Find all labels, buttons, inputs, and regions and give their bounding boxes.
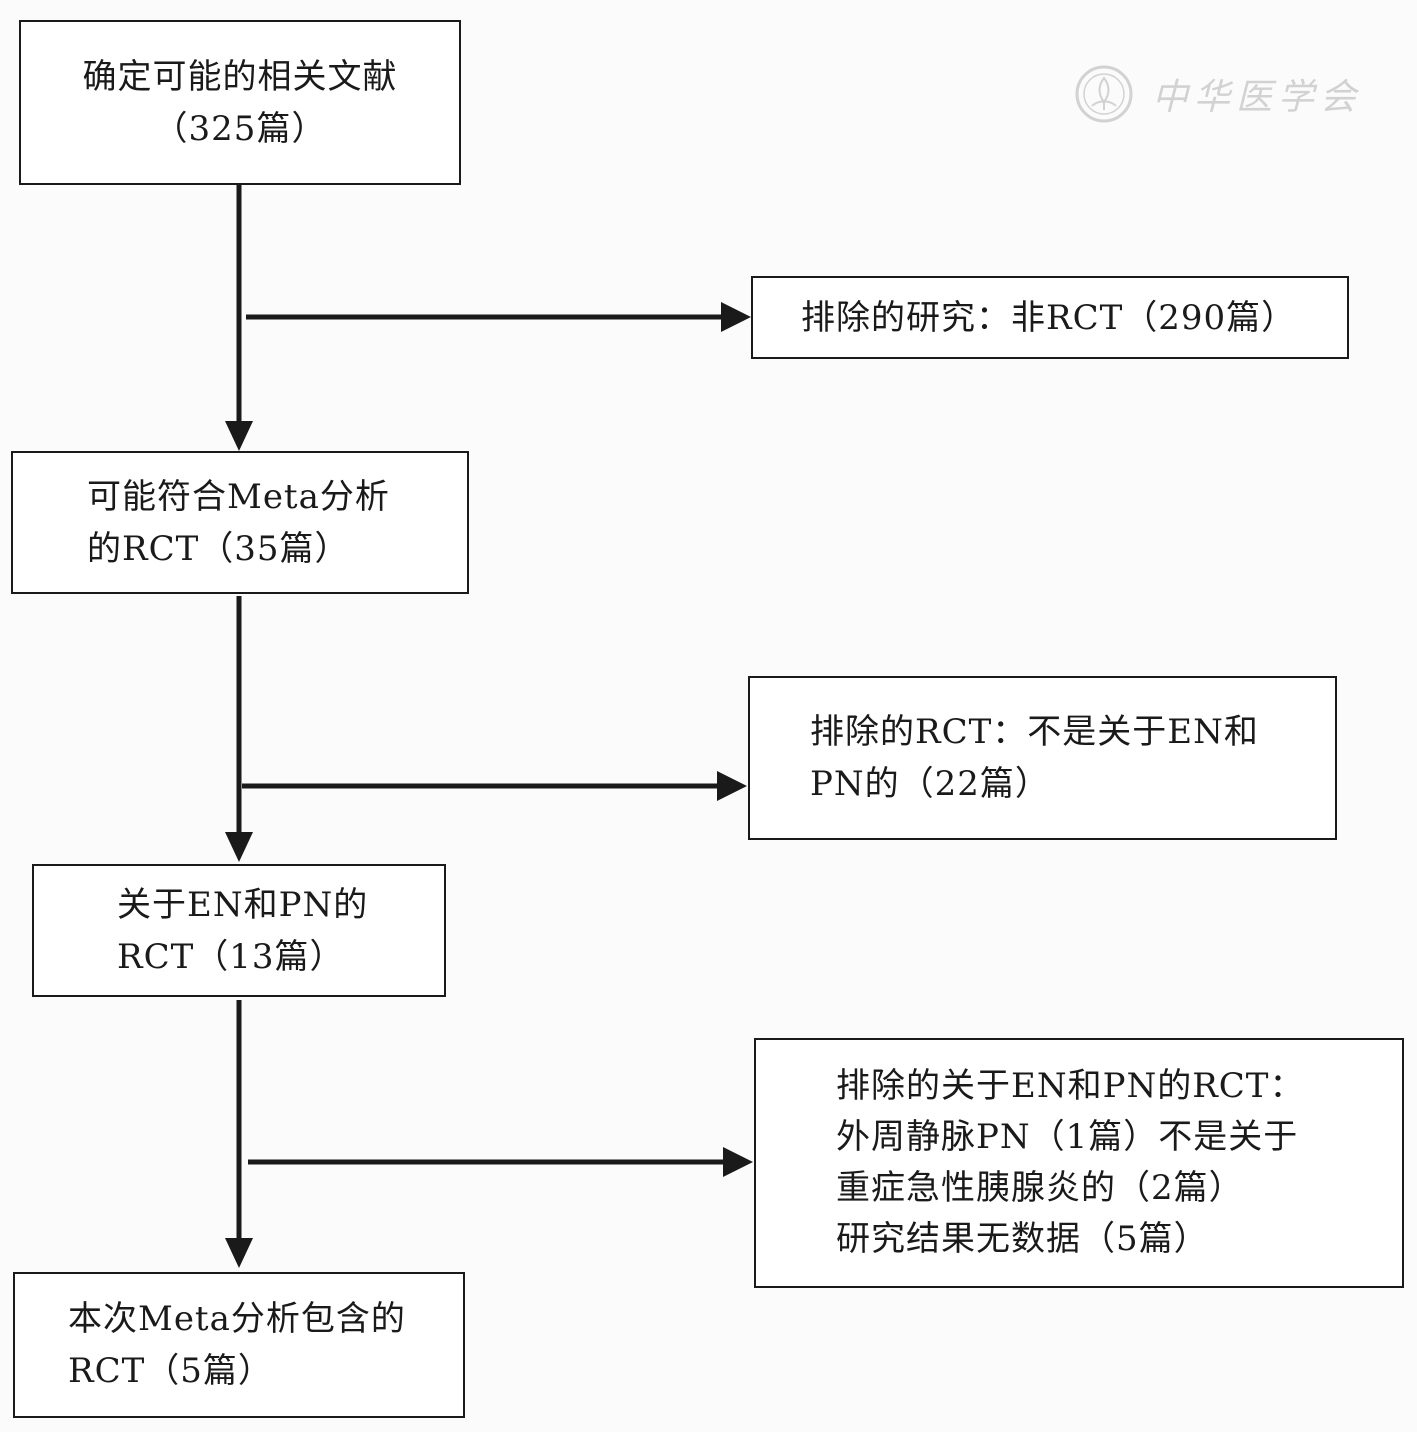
arrowhead-down-2 — [225, 832, 253, 862]
arrowhead-right-1 — [721, 302, 751, 332]
arrowhead-down-3 — [225, 1238, 253, 1268]
en-pn-rct-box: 关于EN和PN的 RCT（13篇） — [32, 864, 446, 997]
identified-records-title: 确定可能的相关文献 — [82, 56, 398, 97]
included-rct-box: 本次Meta分析包含的 RCT（5篇） — [13, 1272, 465, 1418]
arrowhead-right-3 — [723, 1147, 753, 1177]
potential-rct-count: 的RCT（35篇） — [87, 528, 350, 569]
excluded-non-rct-box: 排除的研究：非RCT（290篇） — [751, 276, 1349, 359]
society-seal-icon — [1075, 65, 1133, 123]
excluded-not-sap: 重症急性胰腺炎的（2篇） — [836, 1168, 1244, 1208]
en-pn-rct-title: 关于EN和PN的 — [117, 884, 369, 925]
excluded-no-data: 研究结果无数据（5篇） — [836, 1219, 1209, 1259]
watermark: 中华医学会 — [1074, 62, 1364, 126]
excluded-not-en-pn-count: PN的（22篇） — [810, 764, 1050, 804]
watermark-text: 中华医学会 — [1152, 77, 1363, 118]
potential-rct-title: 可能符合Meta分析 — [87, 476, 390, 517]
excluded-not-en-pn-box: 排除的RCT：不是关于EN和 PN的（22篇） — [748, 676, 1337, 840]
included-rct-title: 本次Meta分析包含的 — [68, 1299, 406, 1339]
excluded-en-pn-rct-title: 排除的关于EN和PN的RCT： — [836, 1066, 1305, 1106]
excluded-not-en-pn-title: 排除的RCT：不是关于EN和 — [810, 712, 1259, 752]
excluded-non-rct-text: 排除的研究：非RCT（290篇） — [801, 297, 1297, 338]
potential-rct-box: 可能符合Meta分析 的RCT（35篇） — [11, 451, 469, 594]
en-pn-rct-count: RCT（13篇） — [117, 936, 345, 977]
identified-records-box: 确定可能的相关文献 （325篇） — [19, 20, 461, 185]
included-rct-count: RCT（5篇） — [68, 1351, 273, 1391]
arrowhead-right-2 — [717, 771, 747, 801]
identified-records-count: （325篇） — [153, 108, 327, 149]
excluded-en-pn-rct-box: 排除的关于EN和PN的RCT： 外周静脉PN（1篇）不是关于 重症急性胰腺炎的（… — [754, 1038, 1404, 1288]
excluded-peripheral-pn: 外周静脉PN（1篇）不是关于 — [836, 1117, 1299, 1157]
arrowhead-down-1 — [225, 421, 253, 451]
